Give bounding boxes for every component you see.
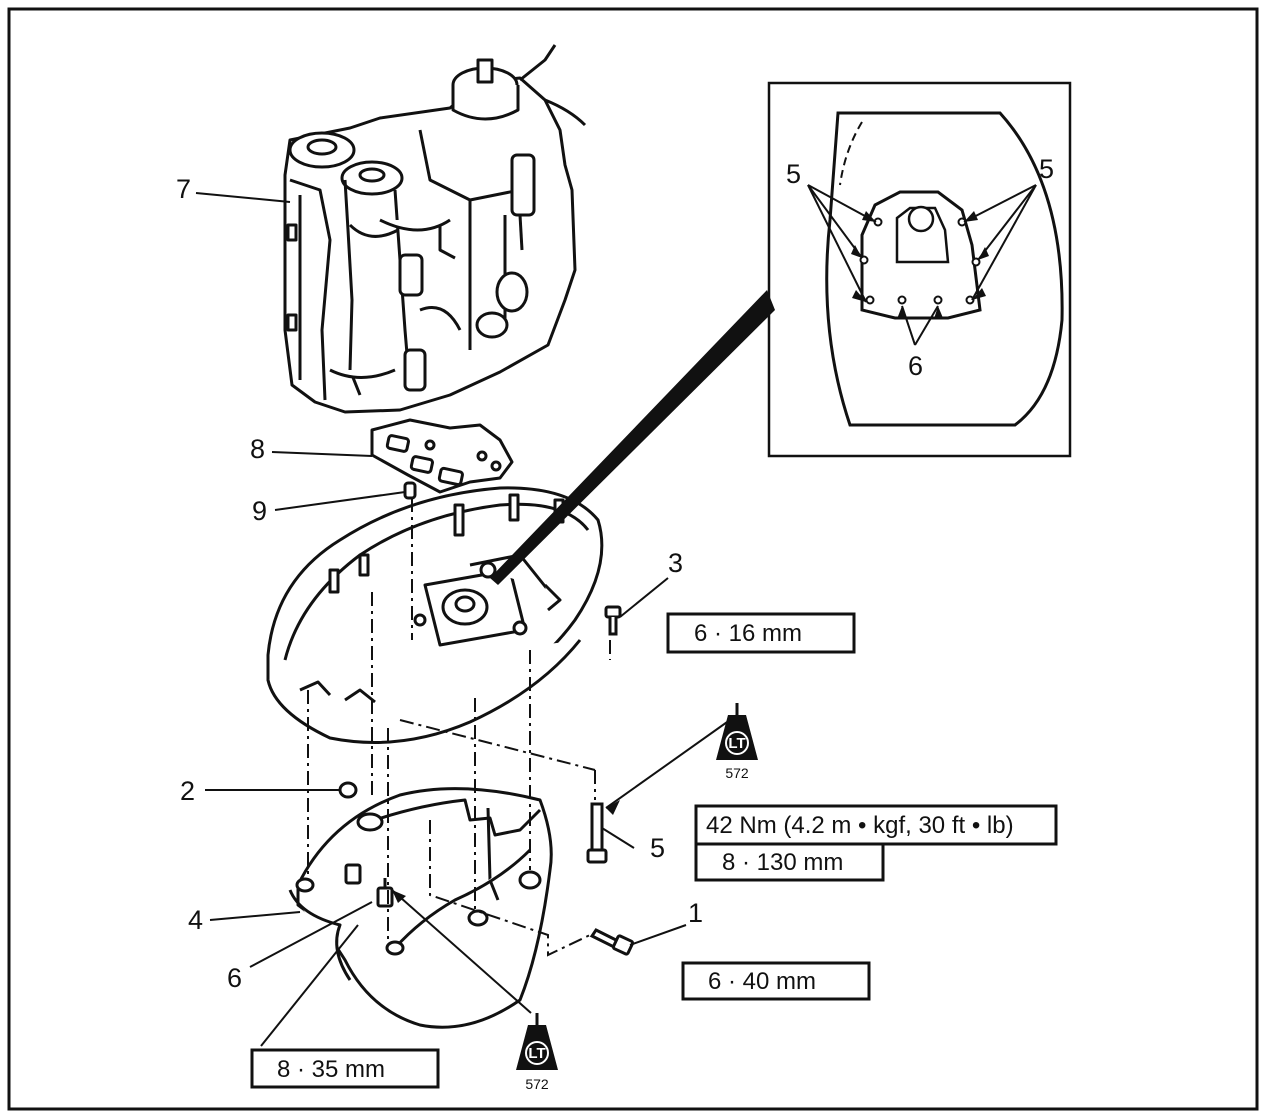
spec-text-torque: 42 Nm (4.2 m • kgf, 30 ft • lb) xyxy=(706,812,1014,839)
power-head-engine xyxy=(283,44,587,414)
callout-9: 9 xyxy=(252,496,267,526)
spec-box-6x40: 6 · 40 mm xyxy=(681,961,871,1001)
bolt-front-6x40 xyxy=(589,928,635,956)
callout-3: 3 xyxy=(668,548,683,578)
alignment-lines xyxy=(307,498,611,957)
loctite-badge-upper: LT 572 xyxy=(716,703,758,781)
bottom-cowling xyxy=(288,787,553,1029)
detail-pointer-wedge xyxy=(490,290,775,585)
dowel-pin xyxy=(403,481,417,500)
diagram-border xyxy=(7,7,1259,1111)
callout-inset-5-left: 5 xyxy=(786,159,801,189)
callout-1: 1 xyxy=(688,898,703,928)
leader-arrowheads xyxy=(392,211,989,903)
spec-text-6x40: 6 · 40 mm xyxy=(708,968,816,995)
mount-bolt-8x130 xyxy=(586,802,608,864)
callout-8: 8 xyxy=(250,434,265,464)
spec-box-8x130: 8 · 130 mm xyxy=(694,842,885,882)
spec-box-8x35: 8 · 35 mm xyxy=(250,1048,440,1089)
spec-text-8x35: 8 · 35 mm xyxy=(277,1056,385,1083)
loctite-code-upper: 572 xyxy=(725,765,749,781)
upper-pan xyxy=(266,486,604,744)
callout-inset-6: 6 xyxy=(908,351,923,381)
spec-text-8x130: 8 · 130 mm xyxy=(722,849,843,876)
inset-detail-view xyxy=(767,81,1072,458)
spec-box-torque: 42 Nm (4.2 m • kgf, 30 ft • lb) xyxy=(694,804,1058,846)
loctite-label-upper: LT xyxy=(728,735,745,752)
loctite-code-lower: 572 xyxy=(525,1076,549,1092)
callout-2: 2 xyxy=(180,776,195,806)
callout-5-bolt: 5 xyxy=(650,833,665,863)
callout-inset-5-right: 5 xyxy=(1039,154,1054,184)
callout-4: 4 xyxy=(188,905,203,935)
spec-box-6x16: 6 · 16 mm xyxy=(666,612,856,654)
gasket xyxy=(370,418,514,494)
bolt-upper-6x16 xyxy=(604,605,622,636)
grommet xyxy=(338,781,358,799)
leader-lines xyxy=(195,184,1037,1047)
loctite-label-lower: LT xyxy=(528,1045,545,1062)
loctite-badge-lower: LT 572 xyxy=(516,1013,558,1092)
spec-text-6x16: 6 · 16 mm xyxy=(694,620,802,647)
callout-7: 7 xyxy=(176,174,191,204)
callout-6: 6 xyxy=(227,963,242,993)
